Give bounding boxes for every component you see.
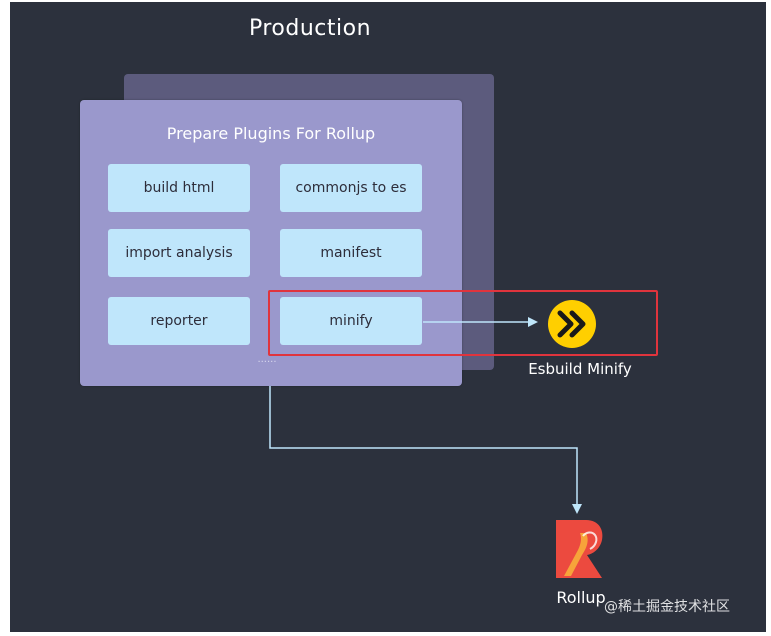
plugin-minify: minify [280, 297, 422, 345]
esbuild-icon [548, 300, 596, 348]
plugin-import-analysis: import analysis [108, 229, 250, 277]
esbuild-label: Esbuild Minify [528, 360, 632, 378]
plugin-commonjs-to-es: commonjs to es [280, 164, 422, 212]
plugin-reporter: reporter [108, 297, 250, 345]
panel-title: Prepare Plugins For Rollup [166, 124, 376, 143]
rollup-icon [556, 520, 603, 578]
more-plugins-ellipsis: ...... [257, 354, 277, 365]
source-watermark: @稀土掘金技术社区 [604, 599, 730, 615]
diagram-title: Production [248, 16, 372, 41]
minify-highlight-box [268, 290, 658, 356]
panel-to-rollup-arrow [269, 386, 582, 514]
rollup-label: Rollup [556, 588, 606, 607]
connector-arrows [269, 317, 582, 514]
plugin-build-html: build html [108, 164, 250, 212]
plugin-manifest: manifest [280, 229, 422, 277]
plugins-panel: Prepare Plugins For Rollup build html co… [80, 100, 462, 386]
diagram-stage: Production Prepare Plugins For Rollup bu… [10, 2, 766, 632]
